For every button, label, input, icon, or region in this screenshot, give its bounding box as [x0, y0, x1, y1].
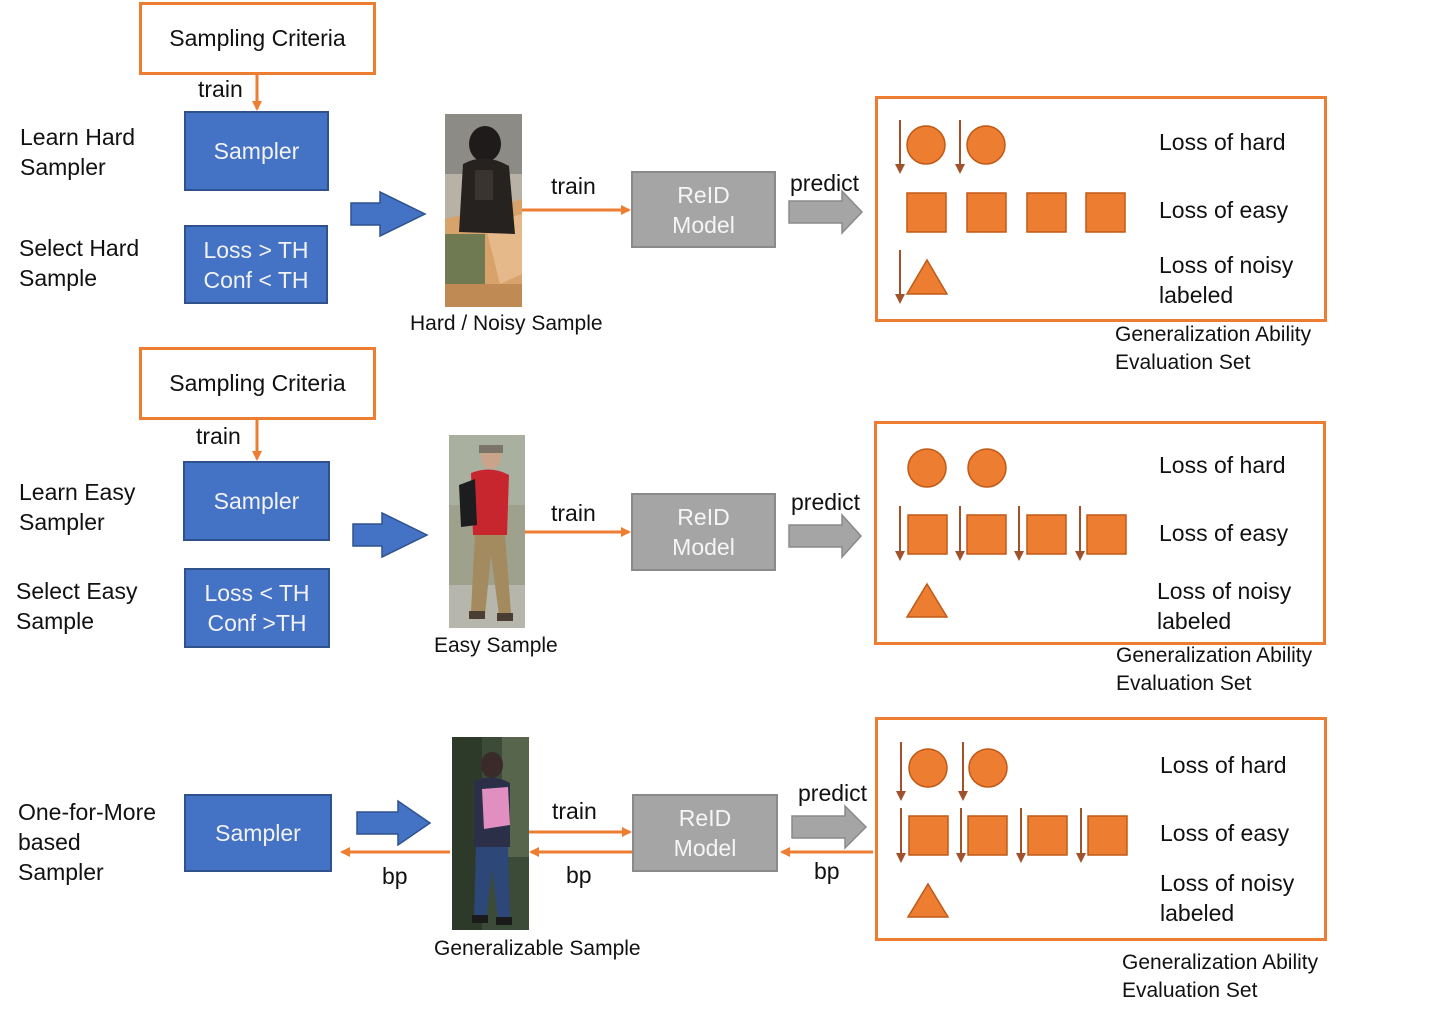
bp-label-1: bp	[382, 863, 408, 889]
loss-easy-label-3: Loss of easy	[1160, 820, 1290, 846]
reid-line2-1: Model	[672, 211, 735, 238]
sampling-criteria-box-1: Sampling Criteria	[139, 2, 376, 75]
hard-sample-circle-icon	[967, 448, 1007, 488]
hard-sample-circle-icon	[906, 125, 946, 165]
noisy-sample-triangle-icon	[905, 258, 949, 295]
sampler-box-1: Sampler	[184, 111, 329, 191]
easy-sample-square-icon	[1027, 815, 1068, 856]
block-arrow-reid-to-eval-3	[791, 804, 868, 850]
easy-sample-square-icon	[1086, 514, 1127, 555]
bp-label-2: bp	[566, 862, 592, 888]
evaluation-panel-1	[875, 96, 1327, 322]
predict-label-3: predict	[798, 780, 868, 806]
noisy-sample-triangle-icon	[905, 582, 949, 618]
sampling-criteria-label-2: Sampling Criteria	[169, 370, 346, 396]
hard-sample-circle-icon	[908, 748, 948, 788]
train-label-1: train	[551, 173, 596, 199]
easy-sample-square-icon	[1087, 815, 1128, 856]
predict-label-2: predict	[791, 489, 861, 515]
hard-rule-line-1: Loss > TH	[203, 236, 309, 263]
generalizable-sample-image	[452, 737, 529, 930]
generalizable-sample-caption: Generalizable Sample	[434, 937, 641, 960]
easy-sample-square-icon	[966, 192, 1007, 233]
loss-hard-label-3: Loss of hard	[1160, 752, 1287, 778]
easy-sample-square-icon	[908, 815, 949, 856]
select-easy-sample-label: Select Easy Sample	[16, 578, 138, 634]
learn-easy-sampler-label: Learn Easy Sampler	[19, 479, 136, 535]
easy-sample-caption: Easy Sample	[434, 634, 558, 657]
hard-sample-image	[445, 114, 522, 307]
eval-caption-2: Generalization Ability Evaluation Set	[1116, 644, 1313, 695]
hard-sample-circle-icon	[966, 125, 1006, 165]
sampler-label-1: Sampler	[213, 138, 300, 164]
easy-rule-box: Loss < TH Conf >TH	[184, 568, 330, 648]
one-for-more-sampler-label: One-for-More based Sampler	[18, 799, 157, 885]
train-label-top-2: train	[196, 423, 241, 449]
easy-sample-square-icon	[907, 514, 948, 555]
panel-2-shapes	[895, 448, 1127, 618]
panel-3-shapes	[896, 742, 1128, 918]
hard-sample-circle-icon	[968, 748, 1008, 788]
easy-sample-square-icon	[906, 192, 947, 233]
noisy-sample-triangle-icon	[906, 882, 950, 918]
block-arrow-reid-to-eval-2	[788, 513, 863, 559]
bp-label-3: bp	[814, 858, 840, 884]
sampler-box-2: Sampler	[183, 461, 330, 541]
reid-model-box-1: ReID Model	[631, 171, 776, 248]
reid-model-box-3: ReID Model	[632, 794, 778, 872]
loss-easy-label-2: Loss of easy	[1159, 520, 1289, 546]
hard-sample-caption: Hard / Noisy Sample	[410, 312, 603, 335]
easy-sample-square-icon	[967, 815, 1008, 856]
train-label-2: train	[551, 500, 596, 526]
easy-sample-square-icon	[1026, 192, 1067, 233]
hard-rule-line-2: Conf < TH	[203, 266, 309, 293]
sampler-box-3: Sampler	[184, 794, 332, 872]
eval-caption-3: Generalization Ability Evaluation Set	[1122, 951, 1319, 1002]
sampler-label-2: Sampler	[213, 488, 300, 514]
easy-sample-square-icon	[1085, 192, 1126, 233]
easy-sample-square-icon	[1026, 514, 1067, 555]
evaluation-panel-2	[874, 421, 1326, 645]
eval-caption-1: Generalization Ability Evaluation Set	[1115, 323, 1312, 374]
block-arrow-reid-to-eval-1	[788, 189, 864, 235]
loss-noisy-label-3: Loss of noisy labeled	[1160, 870, 1295, 926]
reid-line1-3: ReID	[678, 805, 732, 831]
loss-easy-label-1: Loss of easy	[1159, 197, 1289, 223]
reid-line1-1: ReID	[677, 181, 730, 208]
block-arrow-sampler-to-sample-2	[352, 511, 429, 559]
reid-line2-2: Model	[672, 534, 735, 560]
easy-rule-line-1: Loss < TH	[204, 580, 310, 606]
loss-noisy-label-2: Loss of noisy labeled	[1157, 578, 1292, 634]
learn-hard-sampler-label: Learn Hard Sampler	[20, 124, 136, 180]
select-hard-sample-label: Select Hard Sample	[19, 235, 140, 291]
reid-line2-3: Model	[673, 835, 737, 861]
reid-line1-2: ReID	[677, 504, 730, 530]
hard-rule-box: Loss > TH Conf < TH	[184, 225, 328, 304]
easy-rule-line-2: Conf >TH	[207, 610, 307, 636]
block-arrow-sampler-to-sample-1	[350, 190, 427, 238]
sampling-criteria-label-1: Sampling Criteria	[169, 25, 346, 51]
loss-hard-label-2: Loss of hard	[1159, 452, 1286, 478]
hard-sample-circle-icon	[907, 448, 947, 488]
predict-label-1: predict	[790, 170, 860, 196]
loss-noisy-label-1: Loss of noisy labeled	[1159, 252, 1294, 308]
easy-sample-square-icon	[966, 514, 1007, 555]
reid-model-box-2: ReID Model	[631, 493, 776, 571]
evaluation-panel-3	[875, 717, 1327, 941]
loss-hard-label-1: Loss of hard	[1159, 129, 1286, 155]
train-label-3: train	[552, 798, 597, 824]
train-label-top-1: train	[198, 76, 243, 102]
block-arrow-sampler-to-sample-3	[356, 799, 432, 847]
sampler-label-3: Sampler	[215, 820, 301, 846]
easy-sample-image	[449, 435, 525, 628]
panel-1-shapes	[895, 120, 1126, 304]
sampling-criteria-box-2: Sampling Criteria	[139, 347, 376, 420]
